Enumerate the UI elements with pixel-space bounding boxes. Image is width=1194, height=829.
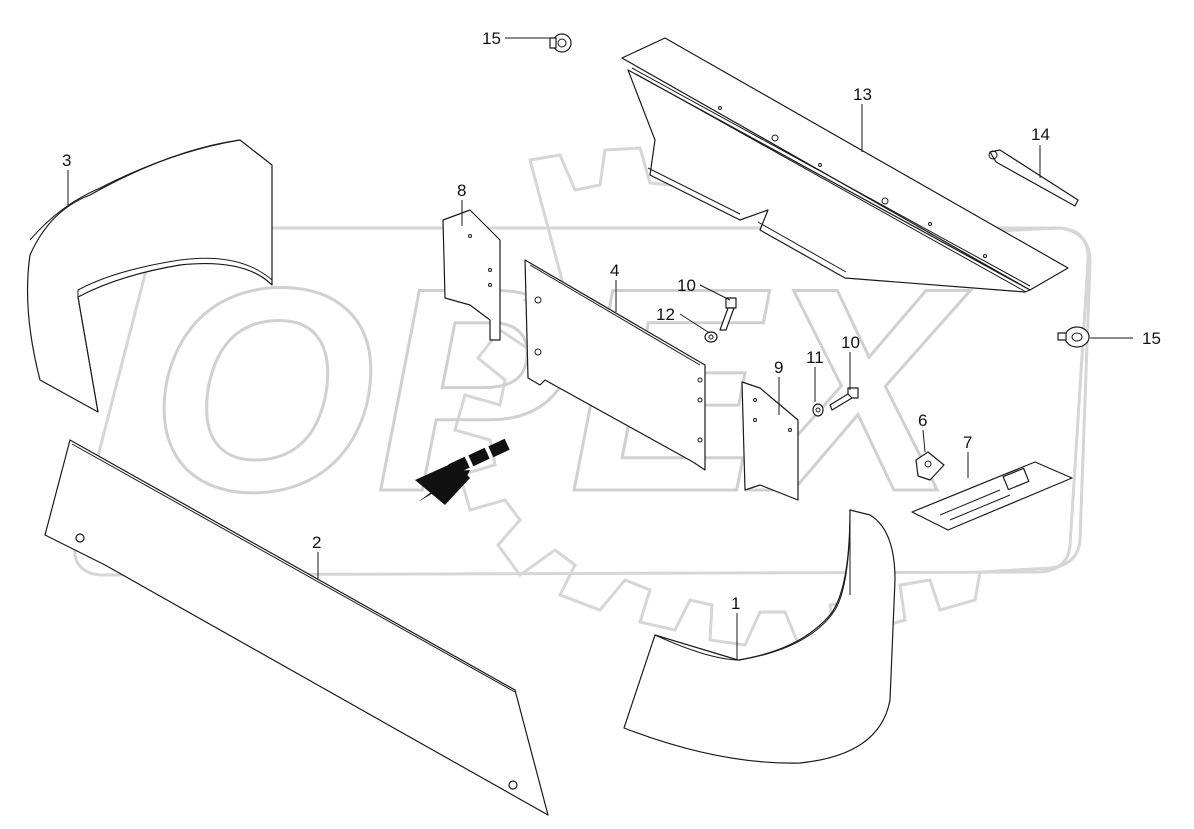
callout-4: 4 [610, 261, 619, 280]
part-10-bolt-upper [719, 297, 737, 331]
part-15-nut-top [549, 33, 572, 53]
callout-10-lower: 10 [841, 333, 860, 352]
part-13-long-panel [621, 37, 1069, 293]
callout-1: 1 [731, 594, 740, 613]
callout-9: 9 [774, 358, 783, 377]
callout-15-top: 15 [482, 29, 501, 48]
callout-12: 12 [656, 305, 675, 324]
callout-2: 2 [312, 533, 321, 552]
part-14-strap [988, 149, 1079, 207]
callout-6: 6 [918, 411, 927, 430]
callouts: 15 13 14 3 8 4 10 12 15 10 11 9 6 7 2 1 [62, 29, 1161, 613]
part-3-curved-cover [26, 139, 273, 413]
part-11-washer [812, 403, 824, 417]
part-1-curved-cover [623, 509, 896, 764]
part-2-long-panel [44, 439, 549, 816]
leader-lines [67, 37, 1133, 660]
part-8-plate [442, 209, 501, 341]
callout-7: 7 [963, 433, 972, 452]
part-12-washer [704, 331, 718, 343]
callout-3: 3 [62, 151, 71, 170]
callout-14: 14 [1031, 125, 1050, 144]
part-6-clip [915, 451, 945, 481]
direction-arrow-icon [415, 438, 510, 505]
callout-11: 11 [806, 348, 824, 367]
part-7-decal [911, 461, 1073, 531]
part-9-plate [741, 381, 799, 501]
callout-13: 13 [853, 85, 872, 104]
callout-15-right: 15 [1142, 329, 1161, 348]
callout-10-upper: 10 [677, 276, 696, 295]
part-4-panel [524, 259, 706, 471]
part-15-nut-right [1057, 326, 1090, 348]
part-10-bolt-lower [829, 387, 859, 411]
callout-8: 8 [457, 181, 466, 200]
